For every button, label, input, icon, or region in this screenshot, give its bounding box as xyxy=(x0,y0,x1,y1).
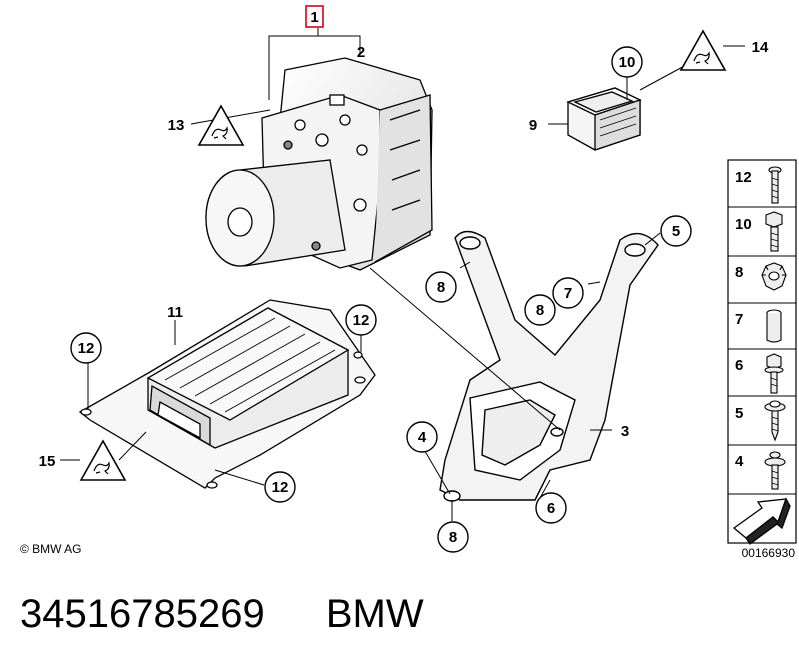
parts-diagram: 1 2 3 9 11 13 14 15 10 5 7 8 8 8 xyxy=(20,5,797,560)
svg-text:14: 14 xyxy=(752,39,769,56)
svg-text:13: 13 xyxy=(168,117,185,134)
svg-text:15: 15 xyxy=(39,453,56,470)
bracket-drawing xyxy=(439,230,659,502)
legend-num-8: 8 xyxy=(735,264,743,281)
svg-text:12: 12 xyxy=(353,312,370,329)
flange-bolt-icon xyxy=(764,353,784,394)
sleeve-icon xyxy=(766,309,782,343)
legend-num-4: 4 xyxy=(735,453,744,470)
svg-text:4: 4 xyxy=(418,429,427,446)
leader-lines xyxy=(60,28,745,521)
svg-text:8: 8 xyxy=(449,529,457,546)
svg-text:10: 10 xyxy=(619,54,636,71)
callout-4: 4 xyxy=(406,421,438,453)
callout-12-bottom: 12 xyxy=(264,471,296,503)
warning-triangle-icon xyxy=(679,29,727,71)
copyright-text: © BMW AG xyxy=(20,542,82,556)
callout-6: 6 xyxy=(535,492,567,524)
svg-text:3: 3 xyxy=(621,423,629,440)
callout-10: 10 xyxy=(611,46,643,78)
svg-text:7: 7 xyxy=(564,285,572,302)
callout-8-top: 8 xyxy=(425,271,457,303)
callout-11: 11 xyxy=(167,304,183,321)
callout-8-mid: 8 xyxy=(524,294,556,326)
module-drawing xyxy=(78,299,376,489)
svg-text:6: 6 xyxy=(547,500,555,517)
svg-text:9: 9 xyxy=(529,117,537,134)
brand-name: BMW xyxy=(325,592,424,636)
fastener-legend: 12 10 8 7 6 5 4 xyxy=(727,159,797,545)
legend-num-6: 6 xyxy=(735,357,743,374)
svg-text:8: 8 xyxy=(536,302,544,319)
warning-triangle-icon xyxy=(79,439,127,481)
hydraulic-unit-drawing xyxy=(205,57,433,271)
svg-text:12: 12 xyxy=(78,340,95,357)
legend-num-12: 12 xyxy=(735,169,752,186)
legend-num-10: 10 xyxy=(735,216,752,233)
callout-5: 5 xyxy=(660,215,692,247)
castle-nut-icon xyxy=(761,262,787,291)
callout-12-left: 12 xyxy=(70,332,102,364)
footer: 34516785269 BMW xyxy=(20,584,790,644)
svg-text:12: 12 xyxy=(272,479,289,496)
diagram-id: 00166930 xyxy=(742,546,796,560)
callout-15: 15 xyxy=(39,453,56,470)
callout-8-bottom: 8 xyxy=(437,521,469,553)
svg-text:1: 1 xyxy=(310,9,318,26)
svg-text:2: 2 xyxy=(357,44,365,61)
callout-1: 1 xyxy=(305,5,324,28)
svg-text:8: 8 xyxy=(437,279,445,296)
callout-12-right: 12 xyxy=(345,304,377,336)
callout-14: 14 xyxy=(752,39,769,56)
washer-screw-icon xyxy=(764,400,786,442)
stud-bolt-icon xyxy=(764,451,786,490)
control-unit-drawing xyxy=(566,87,642,151)
callout-13: 13 xyxy=(168,117,185,134)
warning-triangle-icon xyxy=(197,104,245,146)
callout-2: 2 xyxy=(357,44,365,61)
arrow-icon xyxy=(732,497,791,545)
legend-num-5: 5 xyxy=(735,405,743,422)
callout-9: 9 xyxy=(529,117,537,134)
hex-bolt-icon xyxy=(765,211,783,252)
svg-text:11: 11 xyxy=(167,304,183,321)
callout-7: 7 xyxy=(552,277,584,309)
part-number: 34516785269 xyxy=(20,592,265,636)
callout-3: 3 xyxy=(621,423,629,440)
svg-text:5: 5 xyxy=(672,223,680,240)
legend-num-7: 7 xyxy=(735,311,743,328)
bolt-long-icon xyxy=(768,166,782,204)
